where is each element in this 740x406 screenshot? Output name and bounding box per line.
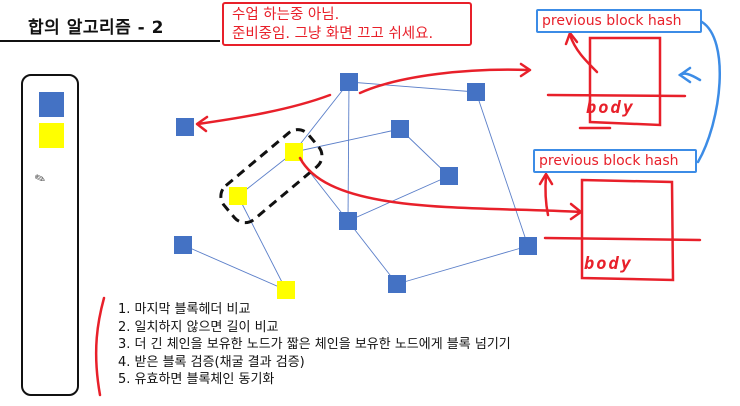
highlighted-node bbox=[229, 187, 247, 205]
note-line-1: 수업 하는중 아님. bbox=[232, 7, 340, 23]
yellow-shape-tool[interactable] bbox=[39, 123, 64, 148]
arrow-to-block-1 bbox=[358, 68, 530, 95]
steps-list: 1. 마지막 블록헤더 비교 2. 일치하지 않으면 길이 비교 3. 더 긴 … bbox=[118, 301, 511, 389]
network-edges bbox=[182, 81, 529, 291]
network-node bbox=[340, 73, 358, 91]
blue-arrows bbox=[677, 20, 721, 164]
network-node bbox=[391, 120, 409, 138]
block-drawing-1 bbox=[546, 36, 687, 130]
arrow-to-left-node bbox=[196, 93, 332, 126]
step-item: 5. 유효하면 블록체인 동기화 bbox=[118, 372, 275, 387]
highlighted-node bbox=[277, 281, 295, 299]
hash-curve-2 bbox=[544, 174, 550, 217]
edge bbox=[237, 195, 287, 291]
arrow-to-block-2 bbox=[298, 156, 582, 214]
network-node bbox=[176, 118, 194, 136]
edge bbox=[347, 175, 450, 222]
step-item: 4. 받은 블록 검증(채굴 결과 검증) bbox=[118, 354, 305, 370]
edge bbox=[293, 128, 401, 153]
blue-shape-tool[interactable] bbox=[39, 92, 64, 117]
hash-curve-1 bbox=[568, 33, 599, 74]
step-item: 1. 마지막 블록헤더 비교 bbox=[118, 302, 251, 317]
dashed-selection bbox=[219, 128, 324, 225]
network-node bbox=[174, 236, 192, 254]
red-arrows bbox=[94, 31, 599, 397]
network-node bbox=[339, 212, 357, 230]
edge bbox=[347, 81, 350, 222]
edge bbox=[182, 244, 287, 291]
edge bbox=[347, 220, 398, 285]
network-node bbox=[519, 237, 537, 255]
highlighted-node bbox=[285, 143, 303, 161]
tool-panel: ✎ bbox=[21, 74, 79, 396]
block-body-label-2: body bbox=[584, 254, 633, 274]
block-body-label-1: body bbox=[586, 98, 635, 118]
edge bbox=[348, 81, 477, 93]
slide-title: 합의 알고리즘 - 2 bbox=[28, 18, 164, 38]
network-node bbox=[440, 167, 458, 185]
note-line-2: 준비중임. 그냥 화면 끄고 쉬세요. bbox=[232, 26, 434, 42]
edge bbox=[396, 245, 529, 285]
network-node bbox=[467, 83, 485, 101]
network-node bbox=[388, 275, 406, 293]
edge bbox=[475, 91, 529, 247]
block-drawing-2 bbox=[543, 178, 702, 282]
edge bbox=[237, 151, 295, 197]
previous-block-hash-label-1: previous block hash bbox=[536, 9, 702, 33]
previous-block-hash-label-2: previous block hash bbox=[533, 149, 697, 173]
instructor-note: 수업 하는중 아님. 준비중임. 그냥 화면 끄고 쉬세요. bbox=[222, 2, 472, 46]
edge bbox=[293, 81, 350, 153]
step-item: 2. 일치하지 않으면 길이 비교 bbox=[118, 319, 279, 335]
title-underline bbox=[0, 40, 220, 42]
steps-bracket bbox=[94, 296, 106, 397]
step-item: 3. 더 긴 체인을 보유한 노드가 짧은 체인을 보유한 노드에게 블록 넘기… bbox=[118, 337, 511, 352]
pen-icon[interactable]: ✎ bbox=[32, 170, 49, 189]
hash-link-arrow bbox=[696, 20, 721, 164]
